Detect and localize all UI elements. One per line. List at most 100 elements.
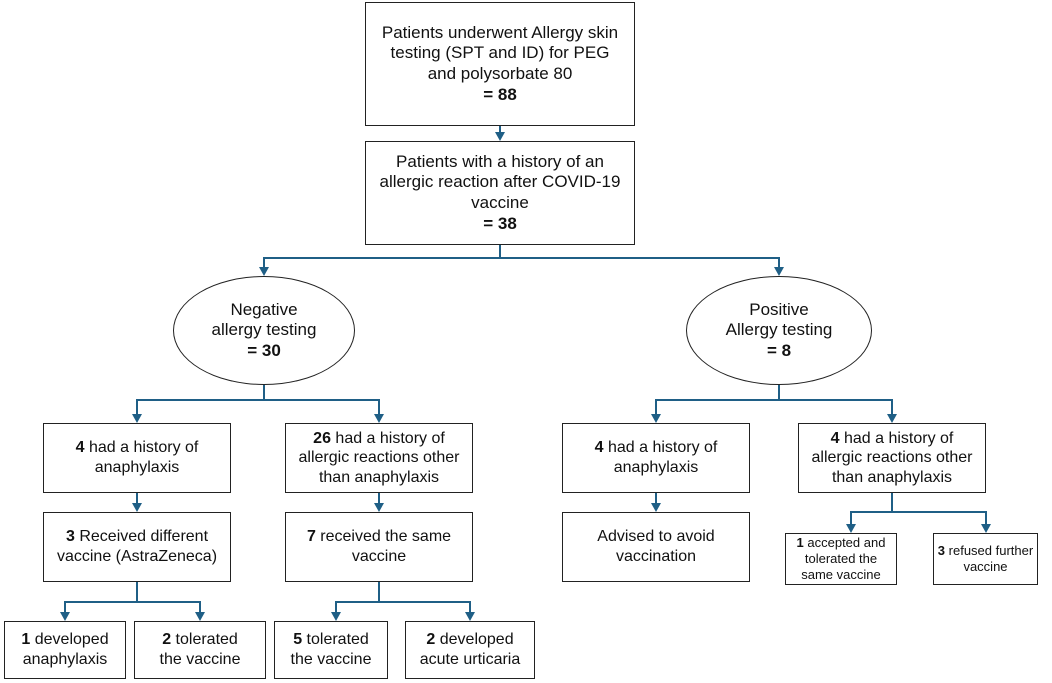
neg-other-text2: allergic reactions other [298,449,460,467]
negative-count: = 30 [247,340,281,360]
history-line3: vaccine [471,193,529,212]
connector-same-urticaria [379,601,471,612]
pos-other-box: 4 had a history of allergic reactions ot… [798,423,986,493]
pos-other-text3: than anaphylaxis [831,468,953,486]
developed-urticaria-num: 2 [426,631,436,649]
arrowhead-neg-diff [132,503,142,512]
root-line1: Patients underwent Allergy skin [381,22,619,42]
pos-anaphylaxis-text2: anaphylaxis [613,459,699,476]
connector-diff-tolerated [137,601,201,612]
pos-anaphylaxis-text1: had a history of [603,439,718,457]
root-box: Patients underwent Allergy skin testing … [365,2,635,126]
tolerated-b-text1: tolerated [302,631,369,649]
developed-urticaria-text1: developed [435,631,514,649]
accepted-box: 1 accepted and tolerated the same vaccin… [785,533,897,585]
connector-positive-other [779,399,893,414]
neg-same-num: 7 [306,528,316,546]
negative-oval: Negative allergy testing = 30 [173,276,355,385]
arrowhead-pos-other [887,414,897,423]
history-count: = 38 [483,213,517,233]
refused-box: 3 refused further vaccine [933,533,1038,585]
neg-anaphylaxis-text1: had a history of [84,439,199,457]
connector-history-positive [500,257,780,267]
neg-different-text2: vaccine (AstraZeneca) [56,548,218,565]
positive-line1: Positive [749,299,809,319]
accepted-text2: tolerated the [804,550,878,566]
developed-urticaria-box: 2 developed acute urticaria [405,621,535,679]
advised-avoid-text1: Advised to avoid [597,528,715,546]
developed-anaphylaxis-num: 1 [21,631,31,649]
negative-line2: allergy testing [211,320,317,340]
arrowhead-neg-same [374,503,384,512]
positive-oval: Positive Allergy testing = 8 [686,276,872,385]
tolerated-vaccine-b-box: 5 tolerated the vaccine [274,621,388,679]
root-count: = 88 [483,84,517,104]
refused-text2: vaccine [963,559,1008,574]
developed-anaphylaxis-text1: developed [30,631,109,649]
connector-negative-anaph [136,385,265,414]
tolerated-a-num: 2 [162,631,172,649]
pos-other-text1: had a history of [839,429,954,447]
refused-num: 3 [937,542,946,558]
history-line2: allergic reaction after COVID-19 [379,172,621,192]
developed-anaphylaxis-box: 1 developed anaphylaxis [4,621,126,679]
arrowhead-negative [259,267,269,276]
root-line2: testing (SPT and ID) for PEG [390,43,610,63]
advised-avoid-box: Advised to avoid vaccination [562,512,750,582]
arrowhead-tolerated-b [331,612,341,621]
neg-other-num: 26 [313,429,331,447]
connector-diff-dev-anaph [64,582,138,612]
arrowhead-history [495,132,505,141]
neg-other-text3: than anaphylaxis [318,468,440,486]
accepted-num: 1 [796,534,804,550]
positive-line2: Allergy testing [725,320,833,340]
refused-text1: refused further [945,542,1034,558]
advised-avoid-text2: vaccination [615,548,697,565]
arrowhead-accepted [846,524,856,533]
negative-line1: Negative [230,299,298,319]
neg-other-box: 26 had a history of allergic reactions o… [285,423,473,493]
arrowhead-pos-anaph [651,414,661,423]
neg-other-text1: had a history of [330,429,445,447]
arrowhead-refused [981,524,991,533]
neg-anaphylaxis-num: 4 [75,439,85,457]
tolerated-vaccine-a-box: 2 tolerated the vaccine [134,621,266,679]
arrowhead-neg-other [374,414,384,423]
history-box: Patients with a history of an allergic r… [365,141,635,245]
accepted-text1: accepted and [803,534,886,550]
connector-same-tolerated [335,582,380,612]
neg-different-text1: Received different [74,528,209,546]
neg-same-vaccine-box: 7 received the same vaccine [285,512,473,582]
arrowhead-urticaria [465,612,475,621]
neg-same-text2: vaccine [351,548,407,565]
pos-other-num: 4 [830,429,840,447]
tolerated-b-num: 5 [293,631,303,649]
arrowhead-avoid [651,503,661,512]
neg-anaphylaxis-box: 4 had a history of anaphylaxis [43,423,231,493]
neg-same-text1: received the same [315,528,452,546]
connector-history-negative [263,245,501,267]
tolerated-b-text2: the vaccine [290,651,372,668]
developed-urticaria-text2: acute urticaria [419,651,521,668]
connector-positive-anaph [655,385,780,414]
neg-anaphylaxis-text2: anaphylaxis [94,459,180,476]
connector-negative-other [264,399,380,414]
positive-count: = 8 [766,340,792,360]
accepted-text3: same vaccine [801,567,881,583]
history-line1: Patients with a history of an [396,151,604,171]
arrowhead-neg-anaph [132,414,142,423]
pos-anaphylaxis-box: 4 had a history of anaphylaxis [562,423,750,493]
arrowhead-tolerated-a [195,612,205,621]
arrowhead-positive [774,267,784,276]
root-line3: and polysorbate 80 [427,64,573,83]
neg-different-vaccine-box: 3 Received different vaccine (AstraZenec… [43,512,231,582]
arrowhead-dev-anaph [60,612,70,621]
connector-pos-other-refused [892,511,987,524]
developed-anaphylaxis-text2: anaphylaxis [22,651,108,668]
tolerated-a-text1: tolerated [171,631,238,649]
tolerated-a-text2: the vaccine [159,651,241,668]
neg-different-num: 3 [65,528,75,546]
pos-other-text2: allergic reactions other [811,449,973,467]
pos-anaphylaxis-num: 4 [594,439,604,457]
